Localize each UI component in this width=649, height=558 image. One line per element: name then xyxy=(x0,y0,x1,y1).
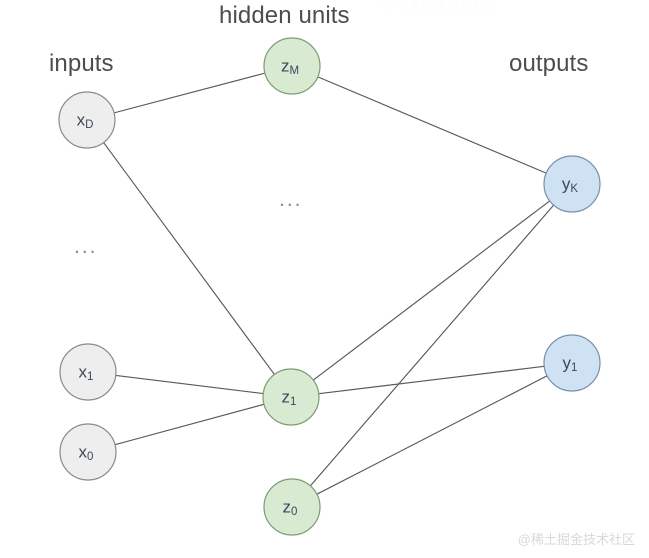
node-circle-y_K[interactable] xyxy=(543,155,601,213)
node-circle-z_M[interactable] xyxy=(263,37,321,95)
node-subscript-x_D: D xyxy=(85,119,93,131)
watermark: @稀土掘金技术社区 xyxy=(517,532,635,547)
node-circle-y_1[interactable] xyxy=(543,334,601,392)
edge-z_0-to-y_1 xyxy=(316,375,548,495)
node-subscript-y_K: K xyxy=(570,183,578,195)
node-y_K[interactable]: yK xyxy=(543,155,601,213)
node-subscript-z_1: 1 xyxy=(290,396,296,408)
node-subscript-x_1: 1 xyxy=(87,371,93,383)
layer-label-hidden-units: hidden units xyxy=(219,2,350,29)
node-x_0[interactable]: x0 xyxy=(59,423,117,481)
node-subscript-z_0: 0 xyxy=(291,506,297,518)
node-subscript-x_0: 0 xyxy=(87,451,93,463)
node-circle-x_D[interactable] xyxy=(58,91,116,149)
edge-x_0-to-z_1 xyxy=(114,403,265,446)
edge-x_1-to-z_1 xyxy=(115,374,264,395)
node-x_1[interactable]: x1 xyxy=(59,343,117,401)
node-z_1[interactable]: z1 xyxy=(262,368,320,426)
edge-x_D-to-z_M xyxy=(113,72,266,114)
node-circle-z_0[interactable] xyxy=(263,478,321,536)
edge-x_D-to-z_1 xyxy=(103,141,275,376)
layer-label-outputs: outputs xyxy=(509,50,589,77)
node-circle-x_1[interactable] xyxy=(59,343,117,401)
node-y_1[interactable]: y1 xyxy=(543,334,601,392)
node-subscript-y_1: 1 xyxy=(571,362,577,374)
node-circle-z_1[interactable] xyxy=(262,368,320,426)
watermark-ghost: @稀土掘金技术社区 xyxy=(382,0,500,12)
node-z_0[interactable]: z0 xyxy=(263,478,321,536)
edge-z_0-to-y_K xyxy=(309,204,555,487)
layer-label-inputs: inputs xyxy=(49,50,114,77)
node-z_M[interactable]: zM xyxy=(263,37,321,95)
edge-z_1-to-y_1 xyxy=(318,365,545,395)
ellipsis-hidden-units: ... xyxy=(279,188,303,211)
nodes-group: xD x1 x0 zM z1 z0 yK y1 xyxy=(58,37,601,536)
node-x_D[interactable]: xD xyxy=(58,91,116,149)
edges-group xyxy=(103,72,555,495)
node-circle-x_0[interactable] xyxy=(59,423,117,481)
edge-z_M-to-y_K xyxy=(317,76,547,174)
ellipsis-inputs: ... xyxy=(74,235,98,258)
edge-z_1-to-y_K xyxy=(312,200,551,381)
node-subscript-z_M: M xyxy=(289,65,299,77)
